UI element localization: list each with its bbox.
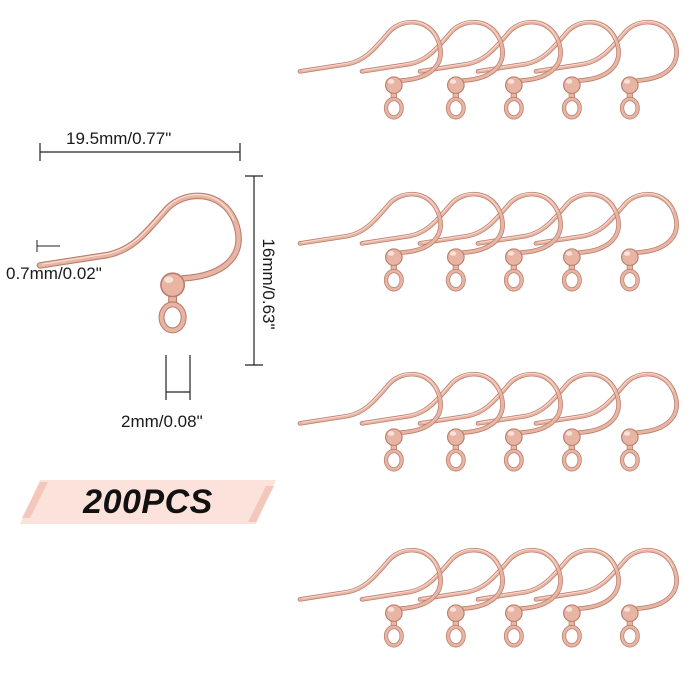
banner-stripe-left <box>22 482 48 518</box>
banner-stripe-right <box>248 486 274 522</box>
count-banner <box>20 480 276 524</box>
height-dimension-line <box>245 175 263 366</box>
earring-hook-grid <box>300 21 677 645</box>
loop-dimension-label: 2mm/0.08" <box>121 412 203 431</box>
wire-dimension-line <box>36 240 60 252</box>
reference-hook <box>40 195 239 331</box>
reference-earring-hook <box>40 195 239 331</box>
length-dimension-line <box>39 143 241 161</box>
wire-dimension-label: 0.7mm/0.02" <box>6 264 102 283</box>
quantity-label: 200PCS <box>83 483 213 521</box>
loop-dimension-line <box>165 355 191 400</box>
length-dimension-label: 19.5mm/0.77" <box>66 129 172 148</box>
height-dimension-label: 16mm/0.63" <box>259 238 278 330</box>
banner-shape <box>20 480 276 524</box>
